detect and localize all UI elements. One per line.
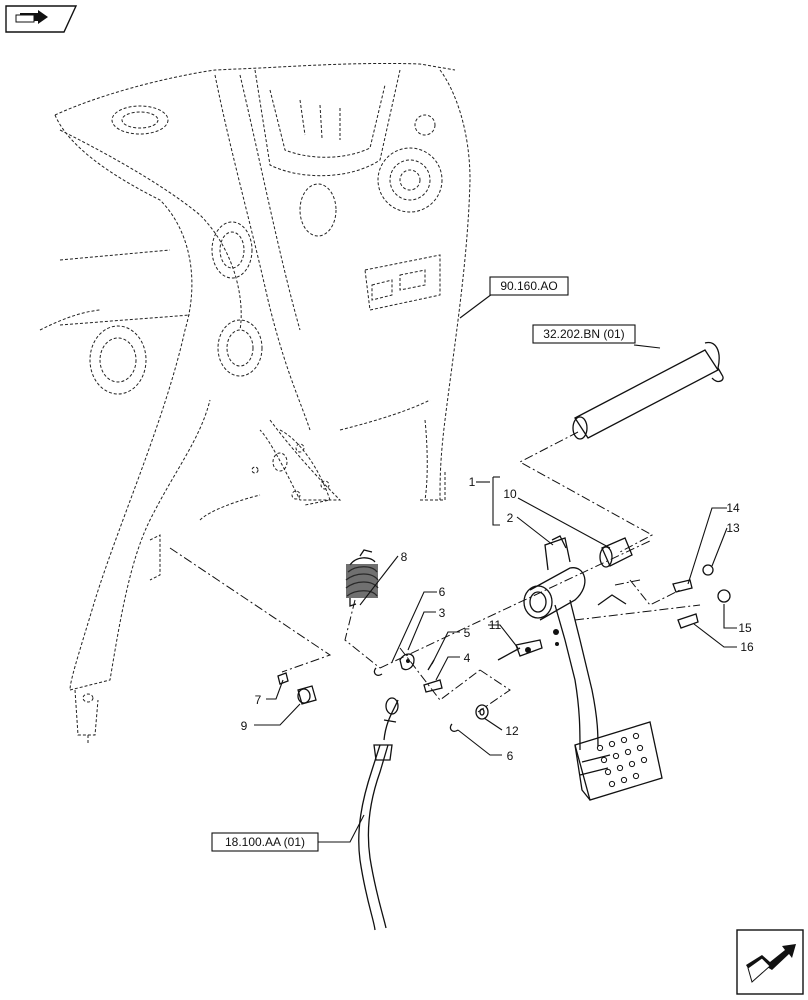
leader-lines xyxy=(254,287,737,843)
ref-frame[interactable]: 90.160.AO xyxy=(489,276,569,296)
callout-7: 7 xyxy=(255,693,262,707)
callout-10: 10 xyxy=(503,487,517,501)
callout-5: 5 xyxy=(464,626,471,640)
callout-16: 16 xyxy=(740,640,754,654)
callout-1: 1 xyxy=(469,475,476,489)
callout-13: 13 xyxy=(726,521,740,535)
hardware xyxy=(277,564,731,732)
brake-pedal xyxy=(523,535,663,801)
ref-pin-label: 32.202.BN (01) xyxy=(543,327,624,341)
callout-11: 11 xyxy=(489,618,502,632)
callout-14: 14 xyxy=(726,501,740,515)
frame-chassis xyxy=(39,62,471,745)
ref-frame-label: 90.160.AO xyxy=(500,279,557,293)
pivot-pin xyxy=(572,341,724,440)
return-spring xyxy=(345,549,379,607)
callout-9: 9 xyxy=(241,719,248,733)
book-arrow-icon[interactable] xyxy=(5,5,78,33)
brake-cable xyxy=(358,697,399,931)
pedal-pad-holes xyxy=(596,732,648,788)
callout-6-upper: 6 xyxy=(439,585,446,599)
ref-cable-label: 18.100.AA (01) xyxy=(225,835,305,849)
callout-8: 8 xyxy=(401,550,408,564)
callout-6-lower: 6 xyxy=(507,749,514,763)
ref-cable[interactable]: 18.100.AA (01) xyxy=(211,832,319,852)
callout-12: 12 xyxy=(505,724,519,738)
callout-15: 15 xyxy=(738,621,752,635)
assembly-lines xyxy=(169,431,701,713)
callouts: 1 2 3 4 5 6 6 7 8 9 10 11 12 13 14 15 16 xyxy=(241,475,754,763)
ref-pin[interactable]: 32.202.BN (01) xyxy=(532,324,636,344)
callout-4: 4 xyxy=(464,651,471,665)
callout-3: 3 xyxy=(439,606,446,620)
callout-2: 2 xyxy=(507,511,514,525)
next-page-arrow-icon[interactable] xyxy=(736,929,804,995)
